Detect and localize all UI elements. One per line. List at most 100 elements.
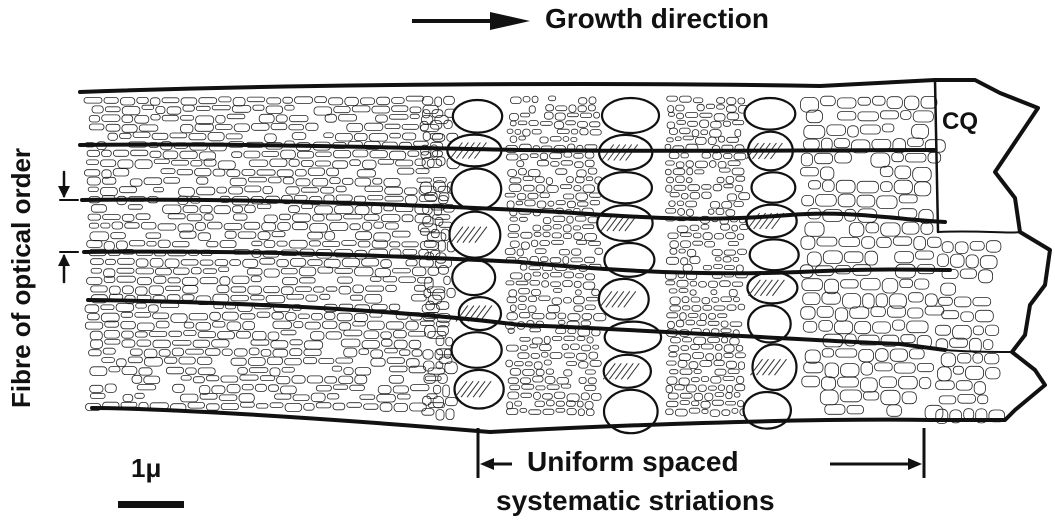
texture-cell bbox=[586, 297, 598, 301]
texture-cell bbox=[353, 285, 364, 293]
texture-cell bbox=[135, 116, 149, 124]
texture-cell bbox=[532, 129, 541, 134]
texture-cell bbox=[530, 154, 538, 158]
texture-cell bbox=[695, 137, 706, 144]
texture-cell bbox=[326, 287, 337, 291]
texture-cell bbox=[535, 177, 544, 183]
texture-cell bbox=[734, 393, 740, 398]
texture-cell bbox=[543, 273, 549, 279]
texture-cell bbox=[966, 255, 978, 268]
texture-cell bbox=[690, 290, 696, 295]
texture-cell bbox=[324, 259, 340, 267]
texture-cell bbox=[162, 98, 179, 103]
texture-cell bbox=[122, 125, 137, 133]
texture-cell bbox=[136, 303, 147, 308]
texture-cell bbox=[567, 362, 577, 366]
texture-cell bbox=[387, 358, 404, 364]
texture-cell bbox=[551, 282, 561, 287]
texture-cell bbox=[702, 153, 711, 159]
texture-cell bbox=[594, 112, 600, 118]
texture-cell bbox=[517, 249, 523, 256]
texture-cell bbox=[415, 159, 425, 166]
texture-cell bbox=[399, 350, 410, 356]
texture-cell bbox=[543, 394, 553, 399]
texture-cell bbox=[680, 233, 691, 237]
texture-cell bbox=[585, 370, 595, 374]
texture-cell bbox=[255, 384, 266, 391]
texture-cell bbox=[208, 132, 224, 140]
texture-cell bbox=[251, 295, 265, 300]
texture-cell bbox=[579, 98, 587, 104]
texture-cell bbox=[544, 112, 553, 119]
texture-cell bbox=[734, 297, 740, 302]
texture-cell bbox=[735, 130, 741, 137]
texture-cell bbox=[402, 215, 413, 222]
texture-cell bbox=[273, 349, 288, 357]
texture-cell bbox=[919, 377, 931, 388]
texture-cell bbox=[536, 386, 545, 390]
texture-cell bbox=[942, 242, 953, 253]
texture-cell bbox=[308, 168, 324, 175]
texture-cell bbox=[154, 159, 169, 164]
texture-cell bbox=[381, 339, 392, 346]
texture-cell bbox=[268, 332, 279, 340]
texture-cell bbox=[522, 384, 534, 389]
texture-cell bbox=[712, 250, 722, 256]
texture-cell bbox=[508, 170, 517, 177]
texture-cell bbox=[571, 129, 578, 134]
texture-cell bbox=[423, 361, 434, 371]
texture-cell bbox=[135, 287, 147, 295]
texture-cell bbox=[563, 234, 571, 239]
texture-cell bbox=[552, 241, 564, 245]
texture-cell bbox=[583, 225, 594, 229]
texture-cell bbox=[894, 363, 915, 373]
texture-cell bbox=[438, 374, 448, 384]
texture-cell bbox=[567, 113, 578, 117]
texture-cell bbox=[535, 249, 546, 254]
texture-cell bbox=[193, 340, 210, 347]
texture-cell bbox=[680, 241, 690, 248]
texture-cell bbox=[166, 367, 183, 374]
texture-cell bbox=[268, 385, 278, 392]
texture-cell bbox=[232, 152, 242, 158]
texture-cell bbox=[266, 296, 285, 303]
texture-cell bbox=[733, 121, 744, 125]
texture-cell bbox=[341, 339, 360, 347]
texture-cell bbox=[680, 96, 692, 102]
texture-cell bbox=[805, 222, 824, 236]
texture-cell bbox=[200, 260, 213, 265]
texture-cell bbox=[212, 105, 230, 109]
texture-cell bbox=[515, 129, 521, 134]
texture-cell bbox=[375, 269, 390, 277]
texture-cell bbox=[677, 280, 688, 287]
texture-cell bbox=[170, 133, 187, 138]
texture-cell bbox=[509, 113, 518, 120]
texture-cell bbox=[270, 159, 287, 167]
texture-cell bbox=[561, 384, 571, 388]
texture-cell bbox=[520, 337, 530, 341]
texture-cell bbox=[819, 320, 833, 331]
texture-cell bbox=[308, 260, 323, 266]
texture-cell bbox=[669, 289, 677, 293]
texture-cell bbox=[137, 385, 156, 390]
texture-cell bbox=[325, 377, 337, 383]
texture-cell bbox=[937, 254, 948, 267]
texture-cell bbox=[182, 295, 194, 301]
texture-cell bbox=[958, 394, 976, 403]
texture-cell bbox=[534, 232, 541, 236]
texture-cell bbox=[721, 329, 731, 333]
texture-cell bbox=[142, 105, 154, 109]
texture-cell bbox=[714, 114, 725, 121]
texture-cell bbox=[532, 96, 538, 102]
texture-cell bbox=[975, 310, 993, 322]
texture-cell bbox=[710, 410, 720, 417]
texture-cell bbox=[539, 345, 551, 351]
texture-cell bbox=[365, 186, 383, 191]
texture-cell bbox=[277, 241, 287, 246]
texture-cell bbox=[329, 98, 343, 105]
texture-cell bbox=[575, 177, 584, 183]
texture-cell bbox=[199, 98, 217, 104]
texture-cell bbox=[532, 289, 541, 295]
texture-cell bbox=[408, 332, 426, 337]
texture-cell bbox=[335, 268, 353, 273]
